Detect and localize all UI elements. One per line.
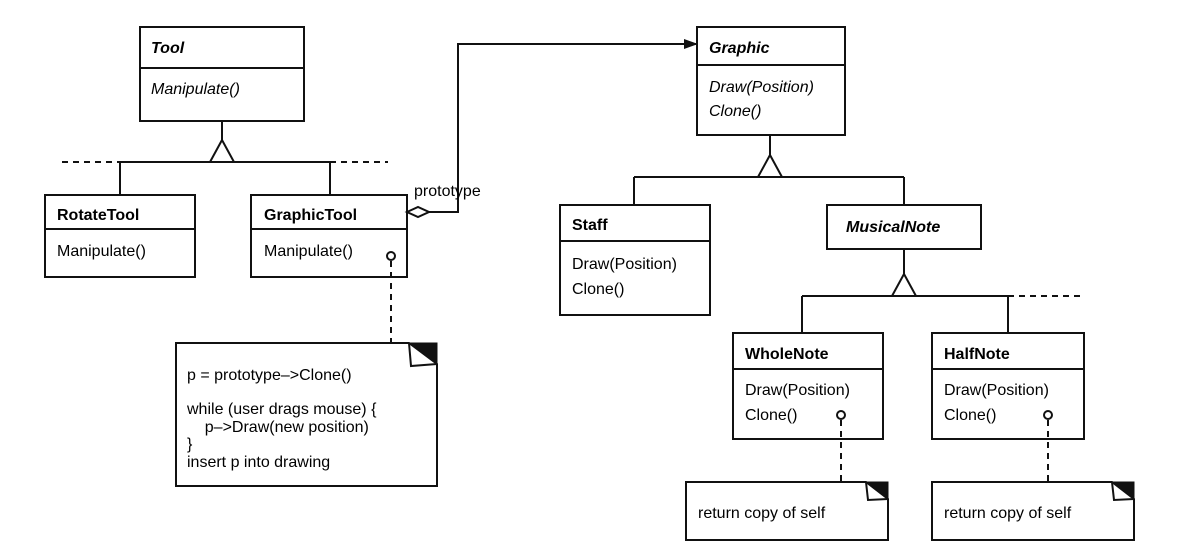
- note-anchor-icon: [836, 410, 846, 420]
- staff-class-name: Staff: [572, 217, 608, 234]
- half-note-clone-note: return copy of self: [931, 481, 1135, 541]
- graphic-class: Graphic Draw(Position) Clone(): [696, 26, 846, 136]
- whole-note-operation-draw: Draw(Position): [745, 382, 850, 399]
- tool-inheritance: [62, 121, 388, 195]
- tool-class-name: Tool: [151, 40, 185, 57]
- rotate-tool-class: RotateTool Manipulate(): [44, 194, 196, 278]
- half-note-operation-clone: Clone(): [944, 407, 996, 424]
- staff-class: Staff Draw(Position) Clone(): [559, 204, 711, 316]
- graphic-tool-class-name: GraphicTool: [264, 207, 357, 224]
- staff-operation-clone: Clone(): [572, 281, 624, 298]
- whole-note-clone-note: return copy of self: [685, 481, 889, 541]
- note-fold-icon: [407, 342, 438, 365]
- inheritance-triangle-icon: [208, 137, 236, 163]
- graphic-operation-draw: Draw(Position): [709, 79, 814, 96]
- graphic-inheritance: [633, 135, 905, 205]
- note-line: }: [187, 436, 193, 453]
- tool-operation: Manipulate(): [151, 81, 240, 98]
- inheritance-triangle-icon: [890, 271, 918, 297]
- whole-note-class-name: WholeNote: [745, 346, 829, 363]
- half-note-operation-draw: Draw(Position): [944, 382, 1049, 399]
- half-note-class: HalfNote Draw(Position) Clone(): [931, 332, 1085, 440]
- musical-note-class: MusicalNote: [826, 204, 982, 250]
- note-text: return copy of self: [698, 505, 826, 522]
- whole-note-operation-clone: Clone(): [745, 407, 797, 424]
- graphic-operation-clone: Clone(): [709, 103, 761, 120]
- manipulate-note: p = prototype–>Clone() while (user drags…: [175, 342, 438, 487]
- note-text: return copy of self: [944, 505, 1072, 522]
- aggregation-diamond-icon: [404, 205, 432, 219]
- graphic-tool-class: GraphicTool Manipulate(): [250, 194, 408, 278]
- staff-operation-draw: Draw(Position): [572, 256, 677, 273]
- rotate-tool-class-name: RotateTool: [57, 207, 139, 224]
- half-note-class-name: HalfNote: [944, 346, 1010, 363]
- note-line: insert p into drawing: [187, 454, 330, 471]
- note-line: p = prototype–>Clone(): [187, 367, 352, 384]
- musical-note-inheritance: [801, 249, 1082, 333]
- note-fold-icon: [864, 481, 889, 501]
- musical-note-class-name: MusicalNote: [846, 219, 940, 236]
- note-anchor-icon: [386, 251, 396, 261]
- prototype-association: prototype: [404, 39, 698, 219]
- note-line: while (user drags mouse) {: [186, 401, 377, 418]
- note-anchor-icon: [1043, 410, 1053, 420]
- inheritance-triangle-icon: [756, 152, 784, 178]
- note-line: p–>Draw(new position): [187, 419, 369, 436]
- graphic-class-name: Graphic: [709, 40, 770, 57]
- whole-note-class: WholeNote Draw(Position) Clone(): [732, 332, 884, 440]
- note-fold-icon: [1110, 481, 1135, 501]
- rotate-tool-operation: Manipulate(): [57, 243, 146, 260]
- graphic-tool-operation: Manipulate(): [264, 243, 353, 260]
- prototype-label: prototype: [414, 183, 481, 200]
- tool-class: Tool Manipulate(): [139, 26, 305, 122]
